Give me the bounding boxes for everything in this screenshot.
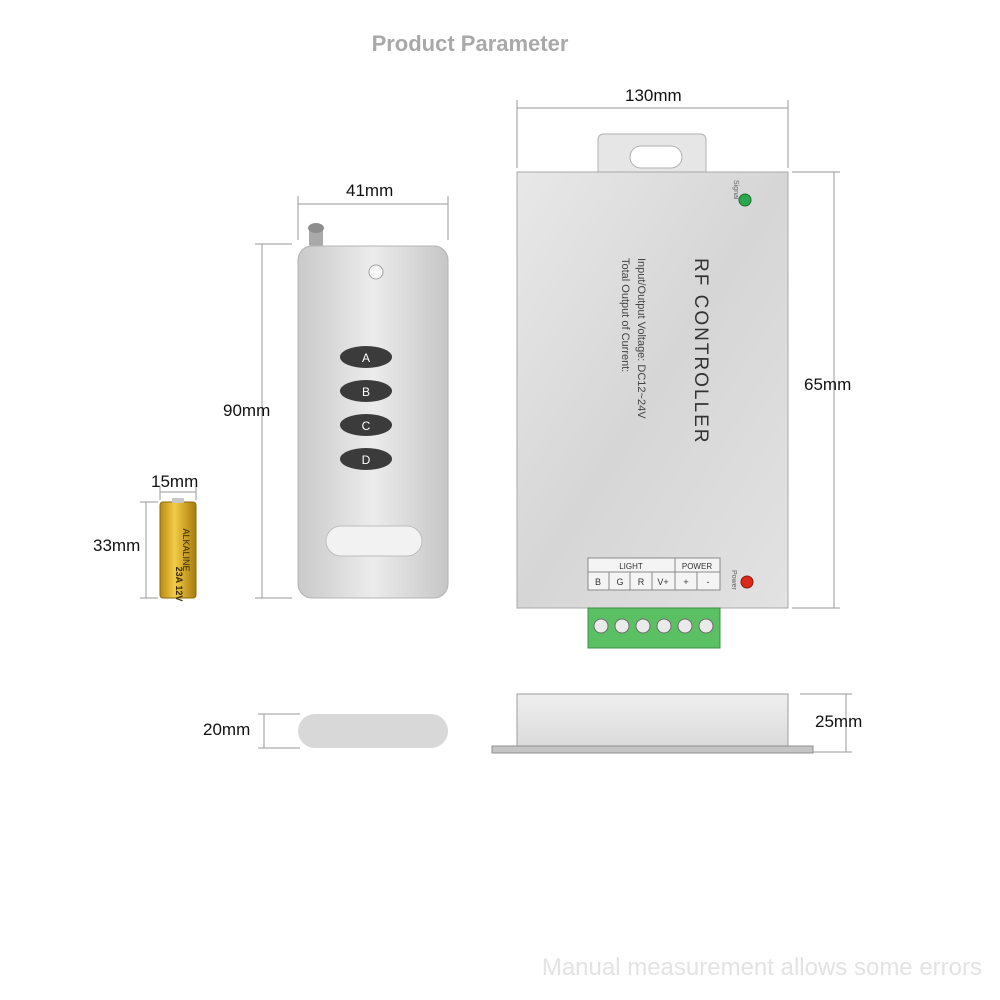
controller-width-label: 130mm [625,86,682,105]
controller-spec-voltage: Input/Output Voltage: DC12~24V [635,258,647,419]
terminal-label: + [683,577,688,587]
battery-terminal [172,498,184,503]
battery-side-label: ALKALINE [181,528,191,571]
remote-grip [325,525,423,557]
battery-width-label: 15mm [151,472,199,491]
terminal-block [587,607,721,649]
remote-button-b-label: B [362,385,370,399]
terminal-label: - [707,577,710,587]
controller-thickness-label: 25mm [815,712,863,731]
remote-button-a [340,346,392,368]
terminal-screws [593,618,714,634]
terminal-label: R [638,577,645,587]
remote-button-d [340,448,392,470]
terminal-label: B [595,577,601,587]
dimension-lines [140,100,852,753]
remote-button-b [340,380,392,402]
remote-indicator-led [368,264,384,280]
remote-thickness-label: 20mm [203,720,251,739]
controller-housing [516,171,789,609]
controller-spec-current: Total Output of Current: [619,258,631,372]
power-group-label: POWER [682,562,712,571]
power-label: Power [730,570,737,591]
battery: ALKALINE 23A 12V [159,498,197,602]
controller-side-flange [491,745,814,754]
light-group-label: LIGHT [619,562,643,571]
controller: Signal Power RF CONTROLLER Input/Output … [516,133,789,649]
remote-control: A B C D [297,223,449,599]
remote-button-c [340,414,392,436]
measurement-disclaimer: Manual measurement allows some errors [541,954,982,981]
remote-button-a-label: A [362,351,370,365]
remote-height-label: 90mm [223,401,271,420]
terminal-label: V+ [657,577,668,587]
mounting-hole [629,145,683,169]
page-title: Product Parameter [371,31,569,56]
remote-side-view [298,714,448,748]
remote-button-d-label: D [362,453,371,467]
signal-led [738,193,752,207]
terminal-label-table: LIGHT POWER B G R V+ + - [587,557,721,591]
battery-label: 23A 12V [174,567,184,602]
controller-side-view [491,693,814,754]
remote-button-c-label: C [362,419,371,433]
signal-label: Signal [732,180,739,200]
remote-width-label: 41mm [346,181,394,200]
controller-name: RF CONTROLLER [690,258,711,444]
controller-height-label: 65mm [804,375,852,394]
remote-buttons: A B C D [340,346,392,470]
battery-height-label: 33mm [93,536,141,555]
terminal-label: G [616,577,623,587]
power-led [740,575,754,589]
